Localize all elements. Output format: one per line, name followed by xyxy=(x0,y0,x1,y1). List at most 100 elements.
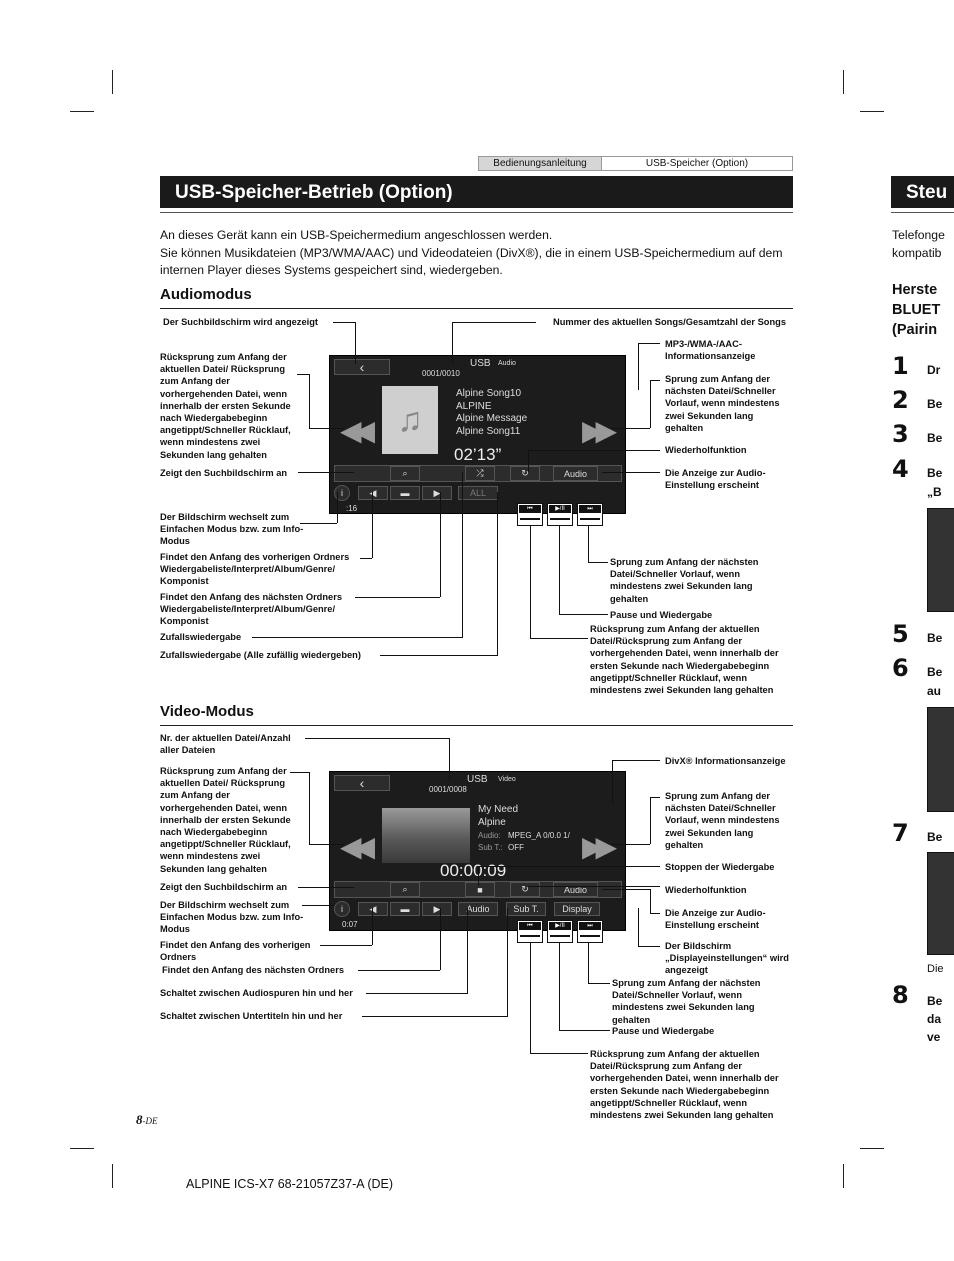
leader-line xyxy=(530,1053,588,1054)
leader-line xyxy=(650,797,651,844)
leader-line xyxy=(366,993,468,994)
leader-line xyxy=(302,905,334,906)
step-text: Be da ve xyxy=(927,992,942,1046)
mini-next-button[interactable]: ⏭ xyxy=(577,503,603,526)
subtitle-key: Sub T.: xyxy=(478,843,503,852)
leader-line xyxy=(559,526,560,615)
mini-play-pause-button[interactable]: ▶/II xyxy=(547,503,573,526)
divider xyxy=(160,725,793,726)
leader-line xyxy=(355,322,356,364)
track-counter: 0001/0010 xyxy=(422,369,460,378)
step-number: 6 xyxy=(892,654,909,682)
label-audio-setting: Die Anzeige zur Audio-Einstellung ersche… xyxy=(665,908,766,931)
leader-line xyxy=(650,889,651,914)
step-number: 2 xyxy=(892,386,909,414)
album-art-music-note-icon: ♫ xyxy=(382,386,438,454)
audio-setting-button[interactable]: Audio xyxy=(553,466,598,481)
video-artist: Alpine xyxy=(478,816,506,828)
leader-line xyxy=(309,374,310,428)
leader-line xyxy=(440,492,441,597)
shuffle-all-button[interactable]: ALL xyxy=(458,486,498,500)
leader-line xyxy=(252,637,463,638)
mini-prev-button[interactable]: ⏮ xyxy=(517,920,543,943)
next-track-icon[interactable]: ▶▶ xyxy=(582,831,617,862)
label-audio-tracks: Schaltet zwischen Audiospuren hin und he… xyxy=(160,988,353,998)
mode-label: Audio xyxy=(498,360,516,367)
back-button[interactable]: ‹ xyxy=(334,359,390,375)
leader-line xyxy=(309,844,344,845)
shuffle-icon[interactable]: ⤮ xyxy=(465,466,495,481)
stop-icon[interactable]: ■ xyxy=(465,882,495,897)
leader-line xyxy=(528,450,660,451)
label-next-folder: Findet den Anfang des nächsten Ordners xyxy=(162,965,345,975)
audio-info: MPEG_A 0/0.0 1/ xyxy=(508,831,570,840)
label-search: Zeigt den Suchbildschirm an xyxy=(160,882,288,892)
leader-line xyxy=(355,597,440,598)
leader-line xyxy=(588,526,589,562)
display-button[interactable]: Display xyxy=(554,902,600,916)
mode-label: Video xyxy=(498,776,516,783)
label-repeat: Wiederholfunktion xyxy=(665,445,747,455)
folder-icon[interactable]: ▬ xyxy=(390,486,420,500)
leader-line xyxy=(638,343,639,390)
crop-mark xyxy=(112,70,113,94)
leader-line xyxy=(372,908,373,945)
mini-play-pause-button[interactable]: ▶/II xyxy=(547,920,573,943)
crop-mark xyxy=(843,1164,844,1188)
back-button[interactable]: ‹ xyxy=(334,775,390,791)
step-number: 5 xyxy=(892,620,909,648)
leader-line xyxy=(588,943,589,983)
page-number: 8-DE xyxy=(136,1112,158,1128)
leader-line xyxy=(588,562,608,563)
info-mode-icon[interactable]: i xyxy=(334,485,350,501)
leader-line xyxy=(337,492,338,523)
label-prev-folder: Findet den Anfang des vorherigen Ordners xyxy=(160,940,311,963)
leader-line xyxy=(528,886,660,887)
label-mini-prev: Rücksprung zum Anfang der aktuellen Date… xyxy=(590,1049,779,1121)
leader-line xyxy=(530,638,588,639)
folder-icon[interactable]: ▬ xyxy=(390,902,420,916)
subtitle-button[interactable]: Sub T. xyxy=(506,902,546,916)
file-counter: 0001/0008 xyxy=(429,785,467,794)
intro-line-1: An dieses Gerät kann ein USB-Speichermed… xyxy=(160,228,553,242)
repeat-icon[interactable]: ↻ xyxy=(510,882,540,897)
note-text: Die xyxy=(927,963,944,975)
label-next: Sprung zum Anfang der nächsten Datei/Sch… xyxy=(665,374,780,433)
label-mini-next: Sprung zum Anfang der nächsten Datei/Sch… xyxy=(610,557,759,604)
video-info: My Need Alpine xyxy=(478,804,518,829)
search-icon[interactable]: ⌕ xyxy=(390,882,420,897)
search-icon[interactable]: ⌕ xyxy=(390,466,420,481)
audio-track-button[interactable]: Audio xyxy=(458,902,498,916)
next-song: Alpine Song11 xyxy=(456,425,521,437)
next-track-icon[interactable]: ▶▶ xyxy=(582,415,617,446)
page-number-value: 8 xyxy=(136,1112,143,1127)
audio-setting-button[interactable]: Audio xyxy=(553,882,598,897)
step-text: Be xyxy=(927,466,943,480)
step-text: Be xyxy=(927,631,943,645)
leader-line xyxy=(650,797,660,798)
mini-next-button[interactable]: ⏭ xyxy=(577,920,603,943)
song-title: Alpine Song10 xyxy=(456,388,522,399)
prev-folder-icon[interactable]: ◀ xyxy=(358,486,388,500)
prev-folder-icon[interactable]: ◀ xyxy=(358,902,388,916)
leader-line xyxy=(612,760,613,804)
next-folder-icon[interactable]: ▶ xyxy=(422,486,452,500)
mini-prev-button[interactable]: ⏮ xyxy=(517,503,543,526)
right-intro-line-2: kompatib xyxy=(892,245,942,260)
page-title: USB-Speicher-Betrieb (Option) xyxy=(160,176,793,208)
info-mode-icon[interactable]: i xyxy=(334,901,350,917)
prev-track-icon[interactable]: ◀◀ xyxy=(340,831,375,862)
crop-mark xyxy=(860,1148,884,1149)
subtitle-info: OFF xyxy=(508,843,524,852)
crop-mark xyxy=(112,1164,113,1188)
divider xyxy=(891,212,954,213)
divider xyxy=(160,308,793,309)
repeat-icon[interactable]: ↻ xyxy=(510,466,540,481)
label-repeat: Wiederholfunktion xyxy=(665,885,747,895)
prev-track-icon[interactable]: ◀◀ xyxy=(340,415,375,446)
leader-line xyxy=(507,908,508,1016)
label-stop: Stoppen der Wiedergabe xyxy=(665,862,775,872)
leader-line xyxy=(530,943,531,1053)
label-subtitles: Schaltet zwischen Untertiteln hin und he… xyxy=(160,1011,343,1021)
next-folder-icon[interactable]: ▶ xyxy=(422,902,452,916)
